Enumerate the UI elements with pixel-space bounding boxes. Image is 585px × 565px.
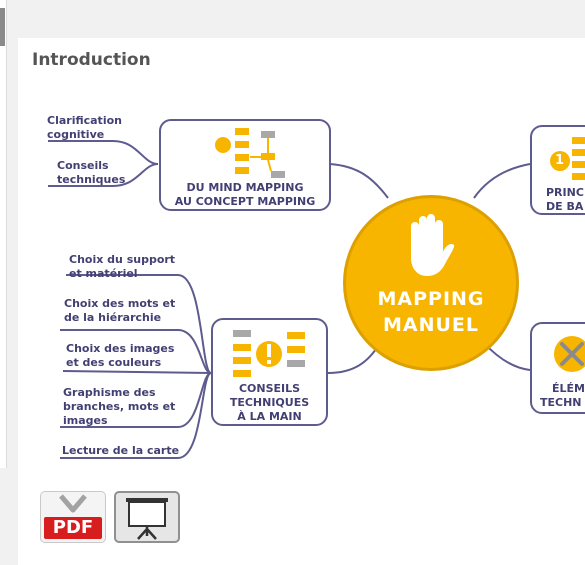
leaf-line: Choix du support — [69, 253, 176, 266]
pdf-icon — [59, 494, 87, 513]
left-panel-edge — [0, 0, 7, 468]
scroll-grip[interactable] — [0, 8, 5, 46]
central-topic-line: MAPPING — [377, 288, 485, 310]
leaf-line: cognitive — [47, 128, 105, 141]
node-label-line: TECHN — [540, 396, 582, 409]
node-label-line: À LA MAIN — [237, 410, 302, 423]
node-label-line: AU CONCEPT MAPPING — [174, 195, 316, 208]
leaf-line: techniques — [57, 173, 126, 186]
hand-icon — [411, 214, 455, 276]
node-label-line: PRINC — [546, 186, 584, 199]
leaf-line: Choix des mots et — [64, 297, 176, 310]
leaf-clarification-cognitive[interactable]: Clarification cognitive — [47, 114, 122, 142]
leaf-line: Lecture de la carte — [62, 444, 180, 457]
leaf-line: et matériel — [69, 267, 138, 280]
badge-number-two: 2 — [577, 129, 584, 140]
slideshow-button[interactable] — [114, 491, 180, 543]
node-label-line: ÉLÉM — [552, 382, 585, 395]
leaf-conseils-techniques[interactable]: Conseils techniques — [57, 159, 125, 187]
node-label: DU MIND MAPPING AU CONCEPT MAPPING — [161, 181, 329, 209]
central-topic[interactable]: MAPPING MANUEL — [343, 195, 519, 371]
node-label-line: DU MIND MAPPING — [186, 181, 304, 194]
leaf-line: de la hiérarchie — [64, 311, 162, 324]
projection-screen-icon — [126, 498, 168, 540]
numbered-list-icon — [550, 137, 585, 180]
leaf-lecture-carte[interactable]: Lecture de la carte — [62, 444, 179, 458]
concept-map-icon — [215, 128, 285, 178]
central-topic-label: MAPPING MANUEL — [346, 286, 516, 338]
node-principes-de-base[interactable]: 1 2 PRINC DE BA — [530, 125, 585, 215]
pdf-label: PDF — [44, 517, 102, 539]
leaf-line: Choix des images — [66, 342, 175, 355]
leaf-line: et des couleurs — [66, 356, 162, 369]
node-label: PRINC DE BA — [546, 186, 585, 214]
leaf-line: Clarification — [47, 114, 122, 127]
leaf-choix-images[interactable]: Choix des images et des couleurs — [66, 342, 174, 370]
leaf-choix-mots[interactable]: Choix des mots et de la hiérarchie — [64, 297, 175, 325]
central-topic-line: MANUEL — [382, 314, 480, 336]
badge-number-one: 1 — [555, 153, 565, 168]
node-label-line: CONSEILS — [238, 382, 301, 395]
content-panel: Introduction Clarification cognitive — [18, 38, 585, 565]
leaf-line: Conseils — [57, 159, 109, 172]
leaf-line: images — [63, 414, 108, 427]
leaf-graphisme[interactable]: Graphisme des branches, mots et images — [63, 386, 175, 428]
node-label-line: DE BA — [546, 200, 584, 213]
node-label: CONSEILS TECHNIQUES À LA MAIN — [213, 382, 326, 424]
node-conseils-techniques[interactable]: CONSEILS TECHNIQUES À LA MAIN — [211, 318, 328, 426]
download-pdf-button[interactable]: PDF — [40, 491, 106, 543]
warning-map-icon — [233, 330, 305, 377]
node-label-line: TECHNIQUES — [229, 396, 310, 409]
page-title: Introduction — [32, 50, 151, 70]
node-mind-to-concept-mapping[interactable]: DU MIND MAPPING AU CONCEPT MAPPING — [159, 119, 331, 211]
tools-icon — [554, 336, 585, 372]
leaf-choix-support[interactable]: Choix du support et matériel — [69, 253, 175, 281]
node-label: ÉLÉM TECHN — [540, 382, 585, 410]
leaf-line: branches, mots et — [63, 400, 176, 413]
leaf-line: Graphisme des — [63, 386, 156, 399]
node-elements-techniques[interactable]: ÉLÉM TECHN — [530, 322, 585, 414]
